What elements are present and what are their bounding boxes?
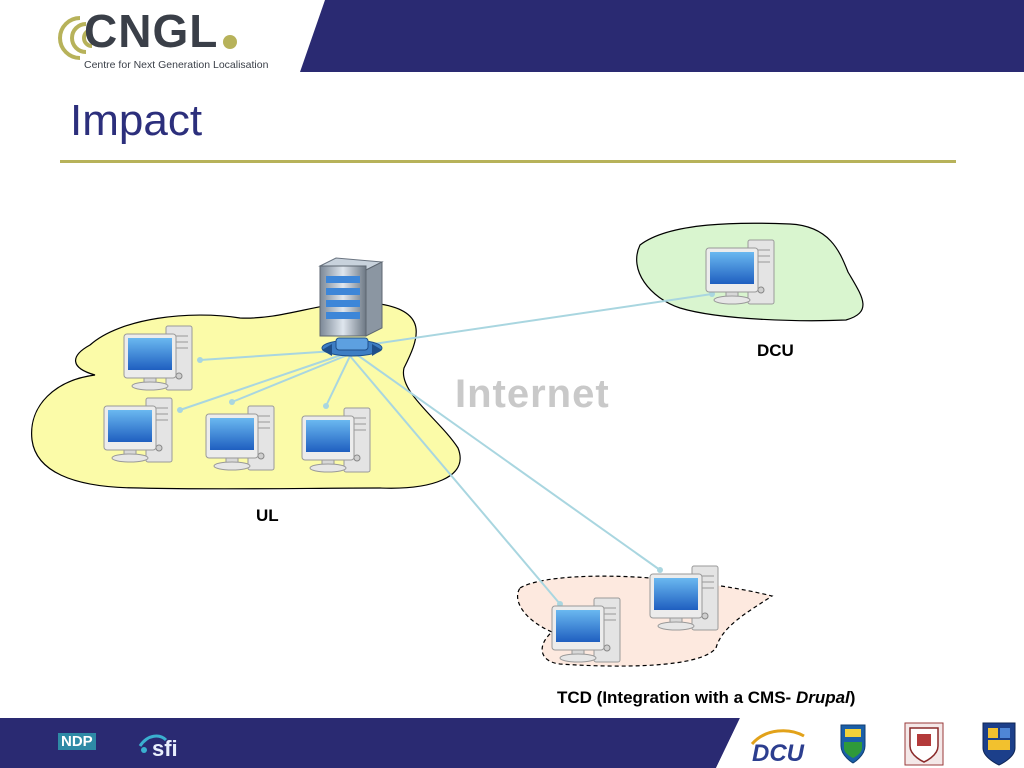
tcd-crest-icon [904,722,944,766]
tcd-label-end: ) [849,688,856,707]
internet-label: Internet [455,372,610,416]
ucd-crest-icon [840,724,866,764]
network-diagram [31,222,864,667]
ul-label: UL [256,506,279,525]
dcu-swoosh-icon [750,729,805,746]
sfi-swoosh-icon [138,734,168,753]
tcd-label-cms: Drupal [795,688,850,707]
cngl-logo: CNGL Centre for Next Generation Localisa… [56,5,286,72]
network-links [179,293,713,605]
ndp-logo: NDP [58,733,96,750]
tcd-label-main: TCD (Integration with a CMS- [557,688,796,707]
dcu-logo: DCU [752,740,804,767]
logo-tagline: Centre for Next Generation Localisation [84,59,269,71]
signal-waves-icon [58,16,93,60]
logo-dot-icon [223,35,237,49]
page-title: Impact [70,96,203,145]
server-icon [318,257,384,337]
dcu-label: DCU [757,341,794,360]
header-band [0,0,1024,72]
ul-crest-icon [982,722,1016,766]
title-divider [60,160,956,163]
tcd-label: TCD (Integration with a CMS- Drupal) [557,688,855,708]
logo-word: CNGL [84,5,219,57]
network-hub-icon [321,337,383,357]
sfi-logo: sfi [152,736,178,761]
